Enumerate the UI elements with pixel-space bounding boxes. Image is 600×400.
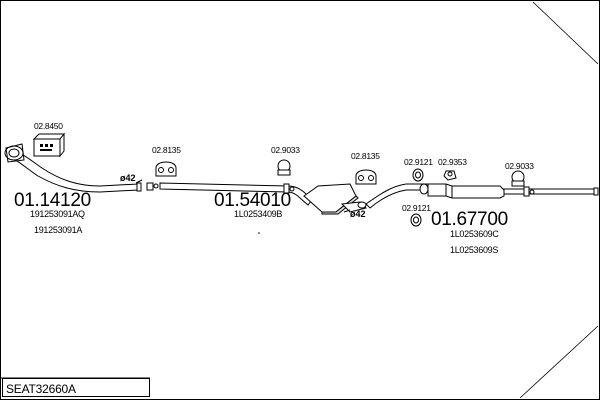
main-part-1-oe-2: 191253091A bbox=[34, 225, 83, 235]
middle-pipe-diameter: ø42 bbox=[350, 209, 366, 219]
assembly-code: SEAT32660A bbox=[6, 382, 76, 396]
front-pipe-diameter: ø42 bbox=[120, 173, 136, 183]
mount-kit-part-number: 02.8450 bbox=[34, 121, 63, 131]
hanger-3-part-number: 02.9353 bbox=[438, 157, 467, 167]
dia-arrow-middle bbox=[343, 209, 351, 213]
main-part-2-number: 01.54010 bbox=[214, 190, 291, 211]
rubber-hanger-1 bbox=[155, 161, 177, 177]
ring-2-part-number: 02.9121 bbox=[402, 203, 431, 213]
main-part-1-number: 01.14120 bbox=[14, 190, 91, 211]
main-part-3-oe-1: 1L0253609C bbox=[450, 229, 499, 239]
corner-line-bottom bbox=[519, 325, 599, 399]
clamp-1 bbox=[277, 159, 291, 176]
clamp-2-part-number: 02.9033 bbox=[505, 161, 534, 171]
main-part-3-oe-2: 1L0253609S bbox=[450, 245, 499, 255]
ring-2 bbox=[410, 213, 422, 227]
mount-kit-box bbox=[32, 132, 66, 158]
clamp-1-part-number: 02.9033 bbox=[271, 145, 300, 155]
main-part-2-oe-1: 1L0253409B bbox=[234, 209, 283, 219]
corner-line-top bbox=[532, 1, 599, 65]
hanger-1-part-number: 02.8135 bbox=[152, 145, 181, 155]
rear-silencer bbox=[365, 183, 599, 209]
hanger-2-part-number: 02.8135 bbox=[351, 151, 380, 161]
rubber-hanger-3 bbox=[443, 170, 457, 181]
rubber-hanger-2 bbox=[355, 169, 377, 185]
main-part-1-oe-1: 191253091AQ bbox=[30, 209, 85, 219]
dia-arrow-front bbox=[135, 179, 143, 184]
ring-1-part-number: 02.9121 bbox=[404, 157, 433, 167]
middle-pipe bbox=[159, 182, 367, 215]
front-pipe bbox=[4, 143, 142, 193]
connector-clamp bbox=[146, 182, 159, 191]
ring-1 bbox=[412, 168, 424, 182]
clamp-2 bbox=[511, 170, 525, 187]
main-part-3-number: 01.67700 bbox=[431, 209, 508, 230]
assembly-code-box: SEAT32660A bbox=[2, 378, 150, 397]
